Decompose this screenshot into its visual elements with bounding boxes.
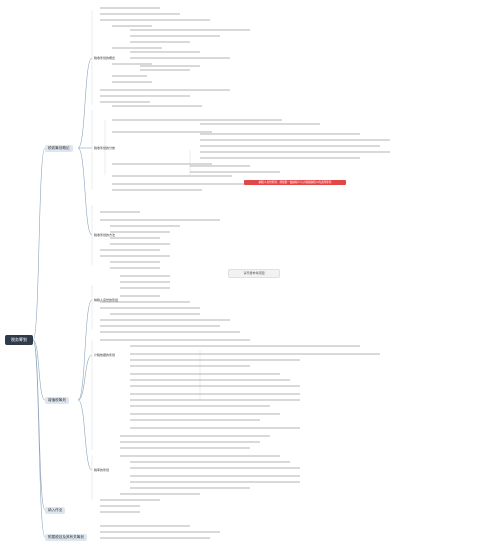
subnode-classification[interactable]: 税收筹划的分类 — [94, 146, 116, 150]
watermark-label: 请尽量参考原图 — [228, 269, 280, 278]
subnode-methods[interactable]: 税收筹划的方法 — [94, 233, 116, 237]
subnode-tax-base[interactable]: 计税依据的筹划 — [94, 353, 116, 357]
section-node-vat[interactable]: 增值税筹划 — [45, 397, 69, 404]
subnode-concept[interactable]: 税收筹划的概念 — [94, 56, 116, 60]
root-node[interactable]: 税务筹划 — [5, 335, 33, 345]
section-node-homework[interactable]: 纳入作业 — [45, 507, 66, 514]
section-node-overview[interactable]: 税收筹划概论 — [45, 145, 73, 152]
subnode-tax-rate[interactable]: 税率的筹划 — [94, 468, 110, 472]
highlighted-node[interactable]: 纳税人身份筹划：增值税一般纳税人与小规模纳税人的选择筹划 — [244, 180, 346, 185]
subnode-taxpayer-identity[interactable]: 纳税人身份的筹划 — [94, 298, 119, 302]
section-node-subsidiary[interactable]: 附属税目及其有关筹划 — [45, 534, 87, 541]
